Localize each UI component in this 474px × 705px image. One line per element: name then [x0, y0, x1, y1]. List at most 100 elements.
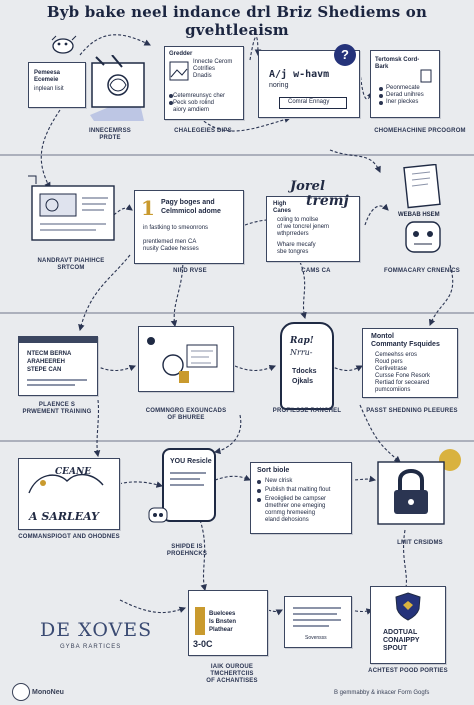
node-11-caption-line: PROFILSSE RANCHEL — [272, 408, 342, 414]
node-12-line: Cerlivetrase — [375, 366, 408, 372]
text-placeholder-bar — [170, 484, 204, 486]
footer-note: B gemmabby & inkacer Form Gogfs — [334, 690, 430, 696]
node-13-line: CEANE — [55, 467, 92, 477]
node-1-card[interactable]: Pemeesa Ecemeie inplean lisit — [28, 62, 86, 108]
monitor-sketch-icon — [90, 55, 145, 121]
node-15-line: New clrisk — [265, 478, 293, 484]
node-2-caption: CHALEGEIES DIPS — [160, 128, 246, 135]
text-placeholder-bar — [27, 384, 75, 386]
node-18-line: 3-0C — [193, 639, 213, 649]
text-placeholder-bar — [293, 625, 329, 627]
node-8-caption: FOMMACARY CRNENICS — [372, 268, 472, 275]
node-3-card[interactable]: A/j w-havm noring Comral Ennagy — [258, 50, 360, 118]
node-15-line: Sort biole — [257, 467, 290, 474]
node-9-caption-line: PLAENCE S — [38, 402, 76, 408]
node-7-script: tremj — [306, 193, 349, 209]
node-3-input[interactable]: Comral Ennagy — [279, 97, 347, 109]
node-9-caption: PLAENCE S PRWEMENT TRAINING — [12, 402, 102, 416]
node-1-caption-line: PRDTE — [99, 135, 121, 141]
node-4-card[interactable]: Tertomsk Cord- Bark Peonmecate Derad uni… — [370, 50, 440, 118]
node-2-caption-line: CHALEGEIES DIPS — [174, 128, 232, 134]
bullet — [379, 94, 383, 98]
node-12-card[interactable]: Montol Commanty Fsquides Cemeehss eros R… — [362, 328, 458, 398]
node-7-line: Whare mecafy — [277, 242, 316, 248]
clipboard-icon — [420, 69, 432, 83]
node-15-card[interactable]: Sort biole New clrisk Publish that malti… — [250, 462, 352, 534]
node-4-caption: CHOMEHACHINE PRCOGROM — [370, 128, 470, 135]
node-14-phone[interactable]: YOU Resicle — [162, 448, 216, 522]
node-7-line: sbe tongres — [277, 249, 309, 255]
node-12-caption: PASST SHEDNING PLEEURES — [360, 408, 464, 415]
bullet — [169, 94, 173, 98]
node-6-line: prentlemed men CA — [143, 239, 197, 245]
node-18-card[interactable]: Buelcees Is Bnsten Plathear 3-0C — [188, 590, 268, 656]
node-1-line: Ecemeie — [34, 77, 59, 83]
node-18-line: Plathear — [209, 627, 233, 633]
node-19-card[interactable]: Sovensss — [284, 596, 352, 648]
node-7-line: wthprreders — [277, 231, 309, 237]
help-question-badge[interactable]: ? — [334, 44, 356, 66]
node-18-caption: IAIK OUROUE TMCHERTCIIS OF ACHANTISES — [192, 664, 272, 685]
node-11-phone[interactable]: Rap! Nrru- Tdocks Ojkals — [280, 322, 334, 410]
node-3-line: A/j w-havm — [269, 69, 330, 80]
dragon-doodle-icon — [28, 474, 104, 494]
node-12-line: Commanty Fsquides — [371, 341, 440, 348]
node-10-card[interactable] — [138, 326, 234, 392]
node-7-line: Canes — [273, 208, 292, 214]
node-6-line: nusity Cadee hesses — [143, 246, 199, 252]
node-11-line: Tdocks — [292, 368, 317, 375]
node-4-line: Peonmecate — [386, 85, 420, 91]
node-11-script: Rap! — [290, 336, 314, 346]
node-12-line: Cemeehss eros — [375, 352, 418, 358]
node-2-line: Cotrifies — [193, 66, 216, 72]
node-6-card[interactable]: 1 Pagy boges and Celmmicol adome in fast… — [134, 190, 244, 264]
node-12-line: pumcomiions — [375, 387, 411, 393]
node-2-line: Innecte Cerom — [193, 59, 233, 65]
node-4-line: Tertomsk Cord- — [375, 57, 420, 63]
desk-screen-sketch-icon — [28, 175, 115, 241]
node-4-line: Derad unihres — [386, 92, 424, 98]
node-15-line: cornmg hremeeing — [265, 510, 316, 516]
node-11-line: Ojkals — [292, 378, 314, 385]
footer-logo-icon — [12, 683, 30, 701]
node-18-line: Buelcees — [209, 611, 236, 617]
node-2-line: aiory amdiem — [173, 107, 210, 113]
node-4-line: Iner pleckes — [386, 99, 419, 105]
node-5-caption: NANDRAVT PIAHIHCE SRTCOM — [16, 258, 126, 272]
node-12-line: Cursse Fone Resork — [375, 373, 431, 379]
node-13-card[interactable]: CEANE A SARLEAY — [18, 458, 120, 530]
node-6-line: in fastking to smeonrons — [143, 225, 209, 231]
text-placeholder-bar — [293, 613, 337, 615]
row-divider — [0, 312, 474, 314]
brand-subtitle: GYBA RARTICES — [60, 644, 122, 650]
node-2-card[interactable]: Gredder Innecte Cerom Cotrifies Dnadis C… — [164, 46, 244, 120]
node-2-line: Peck sob rolind — [173, 100, 215, 106]
node-15-line: dmethrer one emeging — [265, 503, 326, 509]
node-1-caption: INNECEMRSS PRDTE — [60, 128, 160, 142]
node-15-line: eland dehosions — [265, 517, 309, 523]
node-5-caption-line: NANDRAVT PIAHIHCE — [37, 258, 105, 264]
node-18-caption-line: OF ACHANTISES — [206, 678, 258, 684]
node-7-script: Jorel — [290, 179, 325, 194]
node-14-caption: SHIPDE IS PROEHNCKS — [150, 544, 224, 558]
row-divider — [0, 154, 474, 156]
text-placeholder-bar — [170, 478, 200, 480]
node-8-caption-line: FOMMACARY CRNENICS — [384, 268, 460, 274]
text-placeholder-bar — [293, 619, 341, 621]
node-20-caption-line: ACHTEST POOD PORTIES — [368, 668, 448, 674]
node-13-caption: COMMANSPIOGT AND OHODNES — [14, 534, 124, 541]
node-12-line: Rertiad for seceared — [375, 380, 430, 386]
node-9-card[interactable]: NTECM BERNA ARAHEEREH STEPE CAN — [18, 336, 98, 396]
node-20-card[interactable]: ADOTUAL CONAIPPY SPOUT — [370, 586, 446, 664]
image-placeholder-icon — [169, 61, 189, 81]
node-6-caption: NIFD RVSE — [150, 268, 230, 275]
creature-doodle-icon — [51, 35, 77, 54]
node-20-line: SPOUT — [383, 645, 408, 652]
workstation-sketch-icon — [147, 337, 218, 383]
robot-doodle-icon — [148, 507, 168, 523]
node-13-line: A SARLEAY — [29, 510, 99, 523]
node-14-caption-line: SHIPDE IS — [171, 544, 203, 550]
node-7-card[interactable]: High Canes coling to mollse of we toncre… — [266, 196, 360, 262]
node-12-line: Roud pers — [375, 359, 403, 365]
node-18-caption-line: IAIK OUROUE — [210, 664, 254, 670]
